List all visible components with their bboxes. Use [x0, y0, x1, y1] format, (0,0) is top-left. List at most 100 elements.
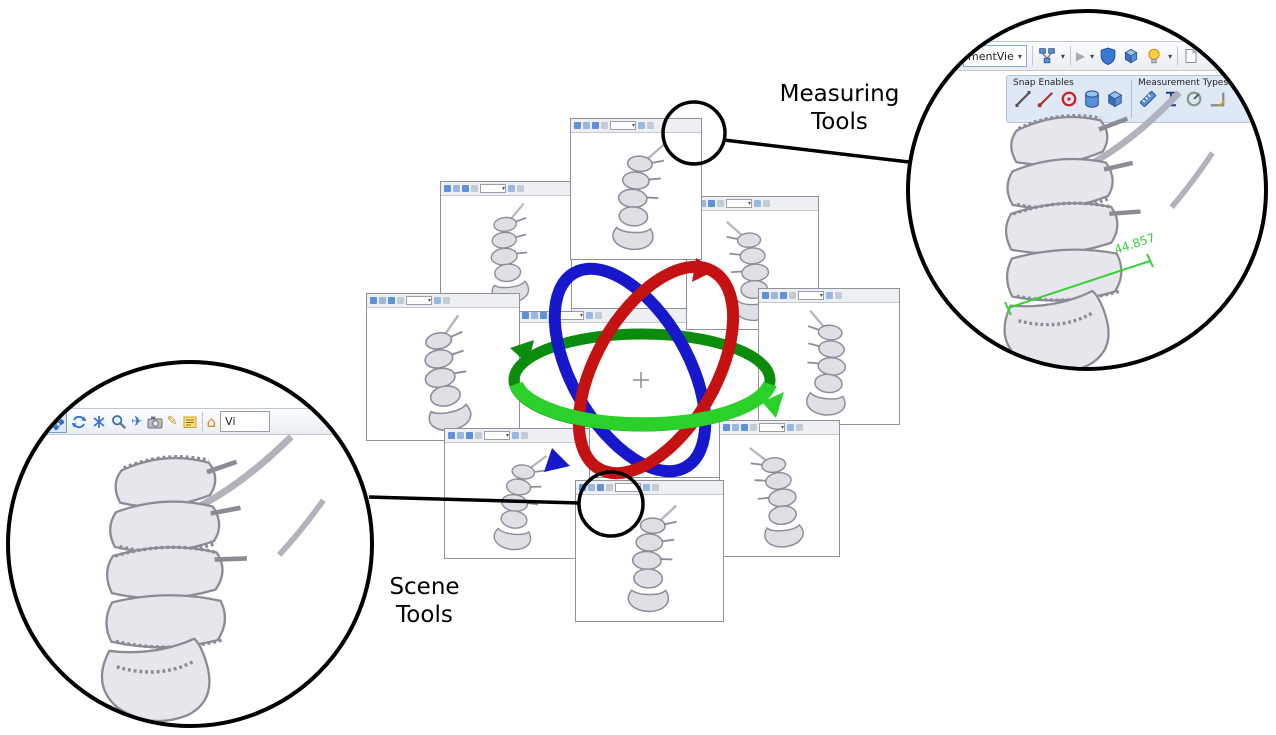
toolbar-icon[interactable]	[388, 297, 395, 304]
toolbar-icon[interactable]	[457, 432, 464, 439]
toolbar-icon[interactable]	[471, 185, 478, 192]
toolbar-icon[interactable]	[508, 185, 515, 192]
rotation-gizmo[interactable]	[500, 252, 785, 507]
cube-icon[interactable]	[1122, 47, 1140, 65]
toolbar-icon[interactable]	[780, 292, 787, 299]
gizmo-green-ring-front[interactable]	[509, 381, 777, 432]
toolbar-icon[interactable]	[379, 297, 386, 304]
home-icon[interactable]: ⌂	[206, 412, 217, 431]
toolbar-icon[interactable]	[444, 185, 451, 192]
toolbar-icon[interactable]	[723, 424, 730, 431]
spin-icon[interactable]	[91, 414, 107, 430]
new-document-icon[interactable]	[1183, 48, 1199, 64]
toolbar-icon[interactable]	[453, 185, 460, 192]
move-tool-button[interactable]	[45, 410, 67, 433]
toolbar-icon[interactable]	[522, 312, 529, 319]
toolbar-icon[interactable]	[540, 312, 547, 319]
view-mode-dropdown-value: mentVie	[968, 49, 1014, 63]
view-dropdown[interactable]	[610, 121, 636, 130]
fly-icon[interactable]: ✈	[131, 413, 143, 430]
viewer-window-lower-right[interactable]	[719, 420, 840, 557]
toolbar-icon[interactable]	[647, 122, 654, 129]
chevron-down-icon[interactable]: ▾	[1060, 51, 1065, 61]
toolbar-icon[interactable]	[741, 424, 748, 431]
toolbar-icon[interactable]	[789, 292, 796, 299]
shield-icon[interactable]	[1099, 47, 1117, 65]
view-dropdown[interactable]	[480, 184, 506, 193]
toolbar-icon[interactable]	[826, 292, 833, 299]
chevron-down-icon[interactable]: ▾	[1090, 51, 1095, 61]
toolbar-icon[interactable]	[763, 200, 770, 207]
toolbar-icon[interactable]	[750, 424, 757, 431]
toolbar-icon[interactable]	[531, 312, 538, 319]
viewer-window-toolbar[interactable]	[687, 197, 818, 211]
toolbar-icon[interactable]	[699, 200, 706, 207]
toolbar-icon[interactable]	[595, 312, 602, 319]
chevron-down-icon[interactable]: ▾	[1168, 51, 1173, 61]
toolbar-icon[interactable]	[732, 424, 739, 431]
viewer-window-left[interactable]	[366, 293, 520, 441]
viewer-3d-view[interactable]	[576, 495, 723, 621]
toolbar-icon[interactable]	[592, 122, 599, 129]
toolbar-icon[interactable]	[796, 424, 803, 431]
chevron-down-icon: ▾	[1017, 51, 1022, 61]
scene-tree-icon[interactable]	[1038, 47, 1056, 65]
toolbar-icon[interactable]	[517, 185, 524, 192]
toolbar-separator	[1177, 46, 1179, 66]
view-dropdown[interactable]	[484, 431, 510, 440]
viewer-window-toolbar[interactable]	[720, 421, 839, 435]
viewer-window-toolbar[interactable]	[445, 429, 589, 443]
view-dropdown[interactable]	[406, 296, 432, 305]
toolbar-icon[interactable]	[397, 297, 404, 304]
viewer-window-lower-left[interactable]	[444, 428, 590, 559]
toolbar-icon[interactable]	[448, 432, 455, 439]
view-dropdown[interactable]	[798, 291, 824, 300]
viewer-3d-view[interactable]	[571, 133, 701, 259]
draw-icon[interactable]: ✎	[166, 413, 178, 429]
render-mode-icon[interactable]	[1145, 47, 1163, 65]
viewer-window-top[interactable]	[570, 118, 702, 260]
gizmo-red-ring[interactable]	[547, 252, 765, 499]
viewer-window-toolbar[interactable]	[441, 182, 571, 196]
zoom-icon[interactable]	[111, 414, 127, 430]
viewer-window-right[interactable]	[758, 288, 900, 425]
play-icon[interactable]: ▶	[1075, 49, 1086, 63]
spine-model	[394, 309, 493, 440]
toolbar-separator	[1031, 46, 1033, 66]
viewer-3d-view[interactable]	[367, 308, 519, 440]
toolbar-icon[interactable]	[601, 122, 608, 129]
toolbar-icon[interactable]	[652, 484, 659, 491]
viewer-window-toolbar[interactable]	[367, 294, 519, 308]
toolbar-icon[interactable]	[574, 122, 581, 129]
toolbar-icon[interactable]	[443, 297, 450, 304]
viewer-window-toolbar[interactable]	[571, 119, 701, 133]
view-mode-dropdown[interactable]: mentVie ▾	[963, 45, 1027, 67]
toolbar-icon[interactable]	[708, 200, 715, 207]
toolbar-icon[interactable]	[583, 122, 590, 129]
viewer-window-toolbar[interactable]	[759, 289, 899, 303]
toolbar-icon[interactable]	[762, 292, 769, 299]
toolbar-icon[interactable]	[586, 312, 593, 319]
toolbar-icon[interactable]	[521, 432, 528, 439]
toolbar-icon[interactable]	[643, 484, 650, 491]
toolbar-icon[interactable]	[462, 185, 469, 192]
view-dropdown[interactable]: Vi	[220, 411, 271, 432]
note-icon[interactable]	[182, 414, 198, 430]
view-dropdown[interactable]	[726, 199, 752, 208]
toolbar-icon[interactable]	[370, 297, 377, 304]
toolbar-icon[interactable]	[466, 432, 473, 439]
toolbar-icon[interactable]	[787, 424, 794, 431]
orbit-icon[interactable]	[71, 414, 87, 430]
toolbar-icon[interactable]	[434, 297, 441, 304]
toolbar-icon[interactable]	[512, 432, 519, 439]
gizmo-green-front-arrow	[762, 392, 784, 418]
toolbar-icon[interactable]	[754, 200, 761, 207]
toolbar-icon[interactable]	[717, 200, 724, 207]
view-dropdown[interactable]	[759, 423, 785, 432]
toolbar-icon[interactable]	[771, 292, 778, 299]
snapshot-icon[interactable]	[147, 414, 163, 430]
toolbar-icon[interactable]	[835, 292, 842, 299]
toolbar-icon[interactable]	[638, 122, 645, 129]
snap-enables-group: Snap Enables	[1013, 78, 1125, 120]
toolbar-icon[interactable]	[475, 432, 482, 439]
